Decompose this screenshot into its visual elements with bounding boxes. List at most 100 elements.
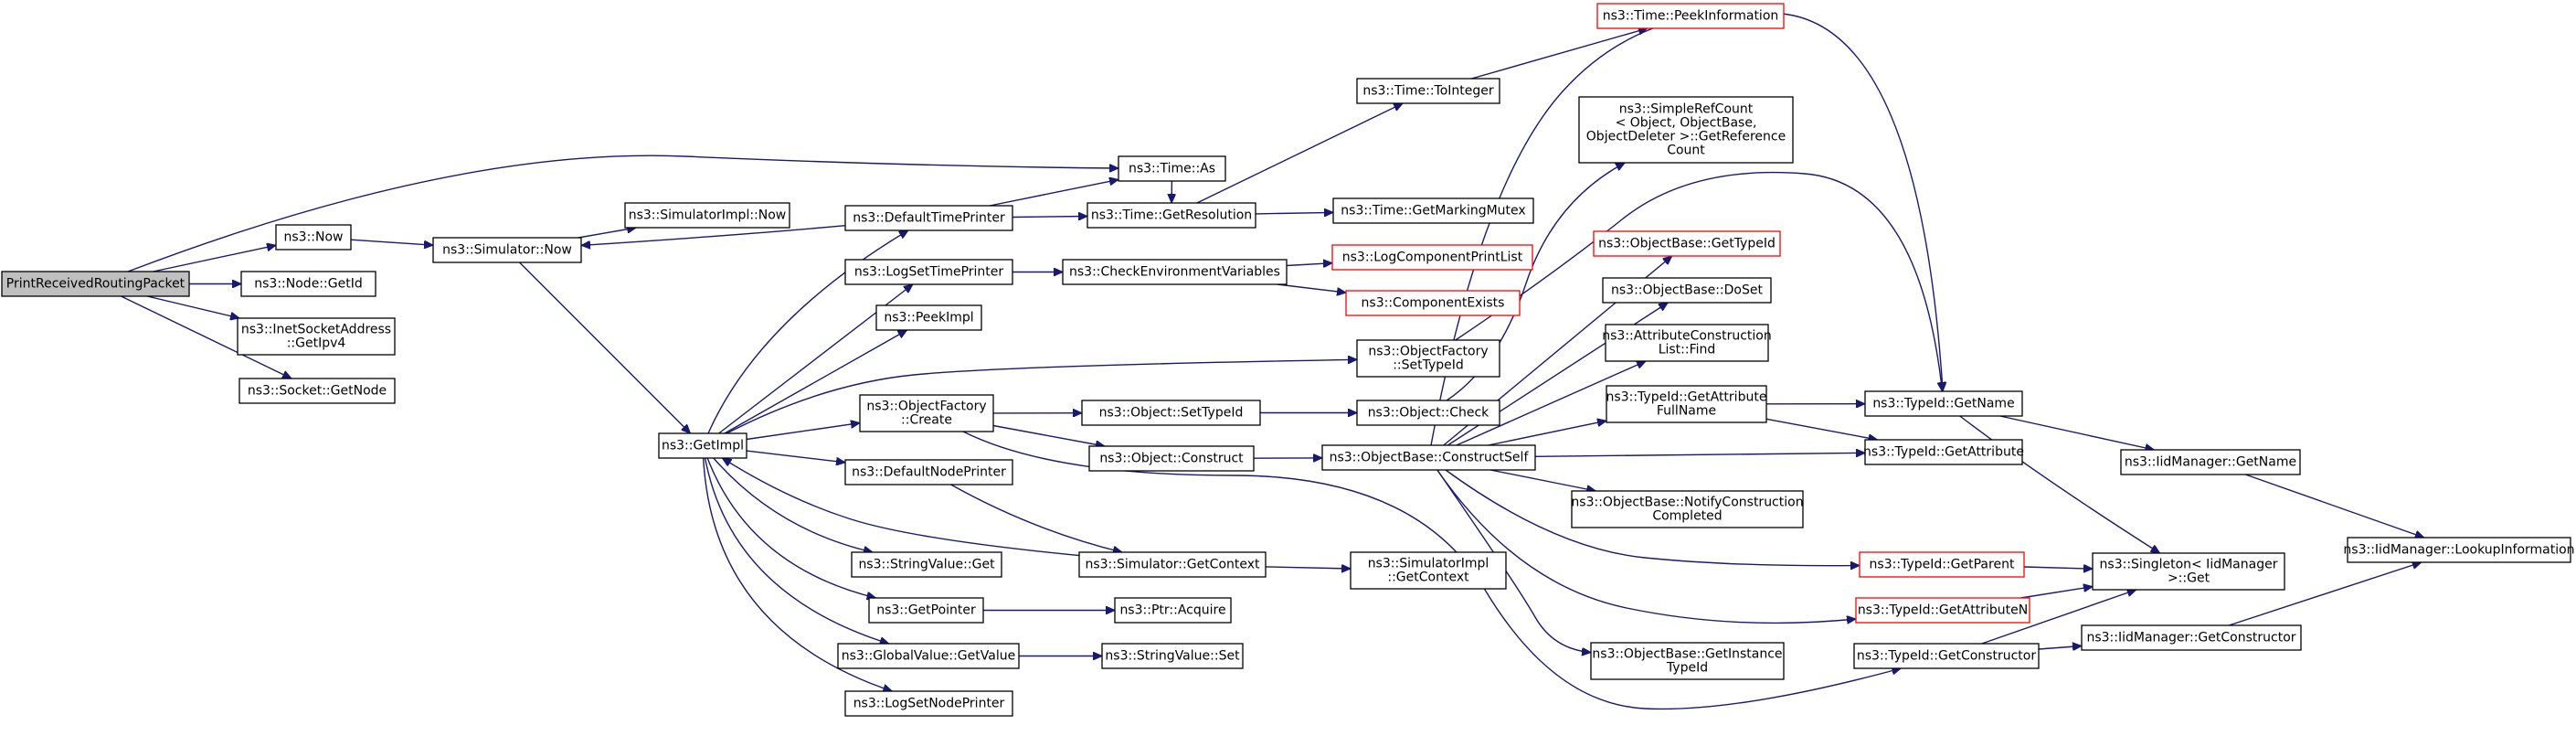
node-simimplnow[interactable]: ns3::SimulatorImpl::Now	[624, 202, 790, 229]
node-defaulttimeprinter[interactable]: ns3::DefaultTimePrinter	[844, 205, 1013, 231]
node-label: ns3::ObjectFactory	[1368, 345, 1488, 359]
node-logsettimeprinter[interactable]: ns3::LogSetTimePrinter	[844, 259, 1013, 285]
edge-root-to-socketgetnode	[121, 295, 292, 379]
node-root[interactable]: PrintReceivedRoutingPacket	[1, 271, 190, 297]
node-getimpl[interactable]: ns3::GetImpl	[658, 432, 747, 459]
node-inetgetipv4[interactable]: ns3::InetSocketAddress::GetIpv4	[237, 317, 396, 356]
edge-line	[703, 457, 893, 691]
edge-line	[2245, 474, 2424, 538]
node-typeidgetname[interactable]: ns3::TypeId::GetName	[1864, 390, 2023, 417]
node-typeidgetattributen[interactable]: ns3::TypeId::GetAttributeN	[1855, 597, 2030, 624]
edge-line	[724, 329, 907, 434]
node-objbasegettypeid[interactable]: ns3::ObjectBase::GetTypeId	[1593, 230, 1781, 257]
node-box	[1590, 642, 1785, 680]
node-logsetnodeprinter[interactable]: ns3::LogSetNodePrinter	[844, 690, 1013, 717]
node-box	[1062, 259, 1288, 285]
node-simimplgetcontext[interactable]: ns3::SimulatorImpl::GetContext	[1350, 551, 1507, 590]
node-iidlookup[interactable]: ns3::IidManager::LookupInformation	[2343, 537, 2575, 563]
edge-line	[726, 359, 1357, 434]
node-checkenv[interactable]: ns3::CheckEnvironmentVariables	[1062, 259, 1288, 285]
edge-objbaseconstructself-to-objbasegetinstance	[1436, 469, 1591, 653]
edge-root-to-now	[153, 245, 276, 272]
node-ptracquire[interactable]: ns3::Ptr::Acquire	[1114, 597, 1232, 624]
node-objfactcreate[interactable]: ns3::ObjectFactory::Create	[859, 394, 994, 432]
node-box	[624, 202, 790, 229]
node-label: ns3::Socket::GetNode	[248, 384, 387, 399]
node-box	[875, 304, 982, 331]
node-box	[240, 271, 376, 297]
node-stringvalueset[interactable]: ns3::StringValue::Set	[1101, 643, 1244, 669]
edge-timegetres-to-timemarkingmutex	[1255, 212, 1333, 214]
node-timeas[interactable]: ns3::Time::As	[1118, 155, 1226, 182]
edge-line	[350, 239, 433, 245]
node-box	[1356, 400, 1500, 426]
node-timepeekinfo[interactable]: ns3::Time::PeekInformation	[1596, 3, 1785, 29]
node-objbasedoset[interactable]: ns3::ObjectBase::DoSet	[1602, 277, 1772, 304]
node-objsettypeid[interactable]: ns3::Object::SetTypeId	[1081, 400, 1261, 426]
edge-line	[1999, 415, 2155, 450]
edge-iidgetconstructor-to-iidlookup	[2228, 562, 2422, 626]
edge-objfactcreate-to-objconstruct	[992, 424, 1105, 447]
node-timegetres[interactable]: ns3::Time::GetResolution	[1087, 202, 1256, 229]
node-box	[1606, 385, 1767, 423]
node-timemarkingmutex[interactable]: ns3::Time::GetMarkingMutex	[1332, 197, 1534, 224]
node-label: ns3::IidManager::GetConstructor	[2086, 631, 2295, 645]
node-typeidgetconstructor[interactable]: ns3::TypeId::GetConstructor	[1853, 643, 2040, 669]
edge-line	[706, 457, 875, 598]
edge-line	[746, 450, 845, 463]
node-box	[2347, 537, 2571, 563]
node-defaultnodeprinter[interactable]: ns3::DefaultNodePrinter	[844, 459, 1013, 485]
node-typeidgetparent[interactable]: ns3::TypeId::GetParent	[1859, 551, 2025, 578]
node-iidgetconstructor[interactable]: ns3::IidManager::GetConstructor	[2081, 624, 2302, 651]
graph-nodes: PrintReceivedRoutingPacket ns3::Nowns3::N…	[1, 3, 2575, 717]
node-globalvalueget[interactable]: ns3::GlobalValue::GetValue	[837, 643, 1020, 669]
node-label: ns3::Now	[284, 230, 344, 245]
edge-checkenv-to-compexists	[1277, 283, 1346, 293]
edge-line	[1534, 453, 1865, 456]
node-label: ::Create	[901, 413, 952, 428]
edge-getimpl-to-objfactsettypeid	[726, 359, 1357, 434]
node-box	[1853, 643, 2040, 669]
node-objfactsettypeid[interactable]: ns3::ObjectFactory::SetTypeId	[1356, 339, 1500, 378]
node-box	[1331, 244, 1533, 271]
node-simgetcontext[interactable]: ns3::Simulator::GetContext	[1078, 551, 1267, 578]
edge-line	[578, 228, 636, 239]
node-iidgetname[interactable]: ns3::IidManager::GetName	[2120, 449, 2301, 475]
node-compexists[interactable]: ns3::ComponentExists	[1345, 290, 1521, 316]
edge-line	[950, 484, 1122, 552]
node-singletonget[interactable]: ns3::Singleton< IidManager>::Get	[2092, 552, 2285, 591]
node-label: ns3::SimulatorImpl	[1368, 557, 1489, 571]
edge-simnow-to-getimpl	[519, 261, 691, 433]
node-box	[1087, 202, 1256, 229]
node-simnow[interactable]: ns3::Simulator::Now	[432, 237, 582, 263]
node-objcheck[interactable]: ns3::Object::Check	[1356, 400, 1500, 426]
edge-objbaseconstructself-to-typeidgetparent	[1445, 469, 1860, 566]
node-box	[239, 378, 396, 404]
edge-getimpl-to-defaulttimeprinter	[707, 230, 908, 434]
node-label: ns3::ObjectBase::GetInstance	[1592, 647, 1782, 662]
node-logcompprintlist[interactable]: ns3::LogComponentPrintList	[1331, 244, 1533, 271]
node-socketgetnode[interactable]: ns3::Socket::GetNode	[239, 378, 396, 404]
node-label: ns3::TypeId::GetConstructor	[1857, 649, 2036, 664]
node-simplerefcount[interactable]: ns3::SimpleRefCount< Object, ObjectBase,…	[1578, 96, 1794, 164]
node-timetointeger[interactable]: ns3::Time::ToInteger	[1356, 78, 1500, 104]
node-objconstruct[interactable]: ns3::Object::Construct	[1088, 445, 1255, 472]
node-getpointer[interactable]: ns3::GetPointer	[868, 597, 984, 624]
node-now[interactable]: ns3::Now	[275, 224, 352, 251]
node-label: ns3::GetImpl	[662, 439, 744, 453]
edge-defaulttimeprinter-to-timeas	[989, 179, 1118, 207]
node-stringvalueget[interactable]: ns3::StringValue::Get	[851, 551, 1002, 578]
edge-line	[519, 261, 691, 433]
node-typeidgetattribute[interactable]: ns3::TypeId::GetAttribute	[1863, 439, 2024, 465]
edge-typeidgetconstructor-to-singletonget	[1981, 590, 2136, 645]
node-objbaseconstructself[interactable]: ns3::ObjectBase::ConstructSelf	[1321, 444, 1536, 471]
edge-line	[1981, 590, 2136, 645]
node-peekimpl[interactable]: ns3::PeekImpl	[875, 304, 982, 331]
node-objbasenotify[interactable]: ns3::ObjectBase::NotifyConstructionCompl…	[1571, 490, 1804, 528]
node-nodegetid[interactable]: ns3::Node::GetId	[240, 271, 376, 297]
node-label: ns3::IidManager::LookupInformation	[2343, 543, 2574, 558]
edge-defaulttimeprinter-to-timegetres	[1012, 217, 1087, 218]
